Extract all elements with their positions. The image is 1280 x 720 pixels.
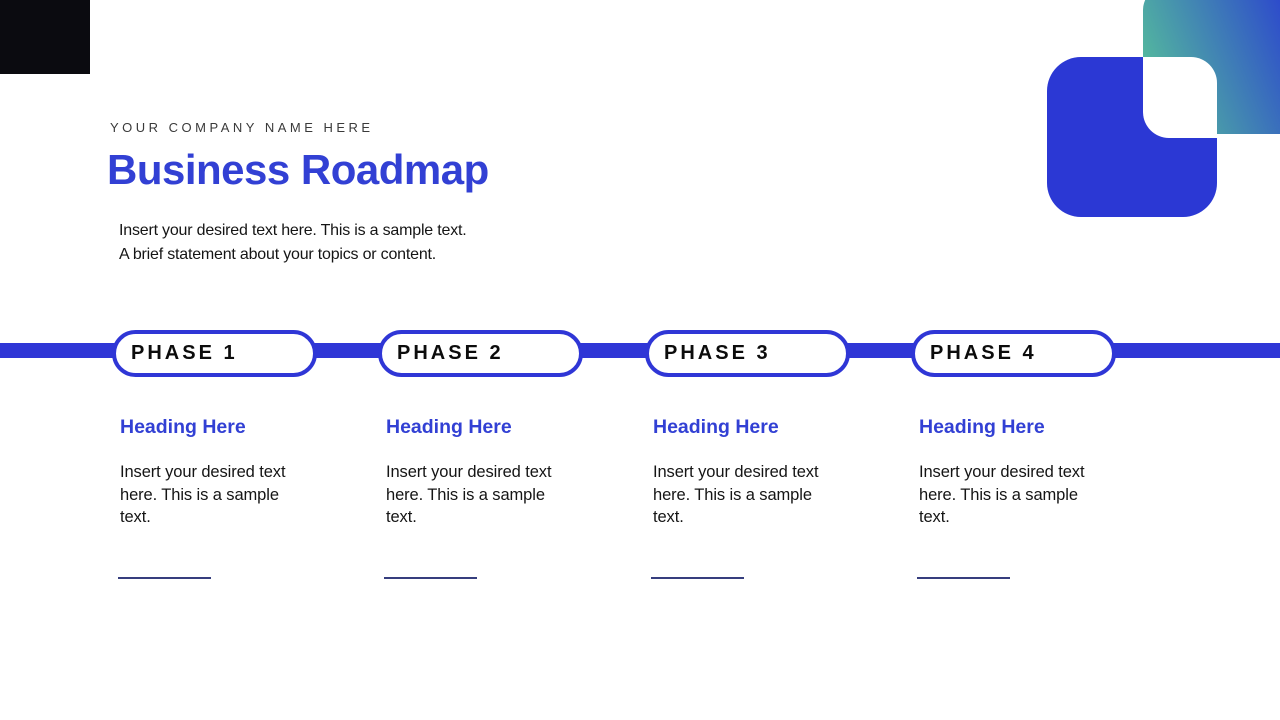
phase-2-label: PHASE 2 bbox=[397, 342, 504, 364]
phase-1-underline bbox=[118, 577, 211, 579]
phase-4-body: Insert your desired text here. This is a… bbox=[919, 463, 1085, 527]
phase-1-column: PHASE 1 Heading Here Insert your desired… bbox=[112, 330, 317, 590]
white-notch-shape bbox=[1143, 57, 1217, 138]
phase-1-pill: PHASE 1 bbox=[112, 330, 317, 377]
intro-line-2: A brief statement about your topics or c… bbox=[119, 245, 437, 263]
phase-2-underline bbox=[384, 577, 477, 579]
phase-2-pill: PHASE 2 bbox=[378, 330, 583, 377]
phase-2-body: Insert your desired text here. This is a… bbox=[386, 463, 552, 527]
slide-title: Business Roadmap bbox=[107, 146, 489, 193]
phase-3-column: PHASE 3 Heading Here Insert your desired… bbox=[645, 330, 850, 590]
phase-1-heading: Heading Here bbox=[120, 416, 246, 438]
phase-4-label: PHASE 4 bbox=[930, 342, 1037, 364]
corner-accent-rect bbox=[0, 0, 90, 74]
phase-4-pill: PHASE 4 bbox=[911, 330, 1116, 377]
phase-3-pill: PHASE 3 bbox=[645, 330, 850, 377]
intro-line-1: Insert your desired text here. This is a… bbox=[119, 222, 467, 239]
phase-3-body: Insert your desired text here. This is a… bbox=[653, 463, 819, 527]
phase-4-heading: Heading Here bbox=[919, 416, 1045, 438]
phase-3-label: PHASE 3 bbox=[664, 342, 771, 364]
phase-4-underline bbox=[917, 577, 1010, 579]
phase-1-label: PHASE 1 bbox=[131, 342, 238, 364]
phase-3-underline bbox=[651, 577, 744, 579]
phase-1-body: Insert your desired text here. This is a… bbox=[120, 463, 286, 527]
phase-3-heading: Heading Here bbox=[653, 416, 779, 438]
slide-intro: Insert your desired text here. This is a… bbox=[119, 219, 467, 266]
phase-2-column: PHASE 2 Heading Here Insert your desired… bbox=[378, 330, 583, 590]
company-name-label: YOUR COMPANY NAME HERE bbox=[110, 120, 374, 135]
phase-4-column: PHASE 4 Heading Here Insert your desired… bbox=[911, 330, 1116, 590]
phase-2-heading: Heading Here bbox=[386, 416, 512, 438]
